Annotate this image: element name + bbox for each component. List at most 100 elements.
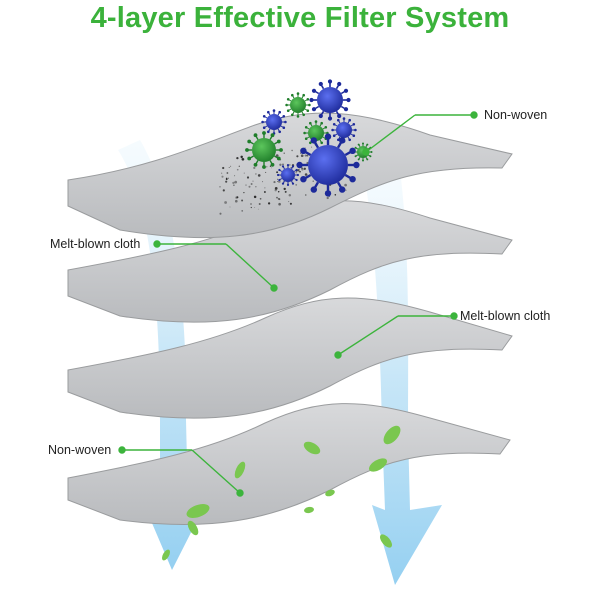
dust-speck <box>269 165 272 167</box>
virus-icon <box>285 92 311 118</box>
dust-speck <box>291 149 293 152</box>
dust-speck <box>241 199 244 202</box>
virus-icon <box>245 131 283 169</box>
dust-speck <box>303 167 306 170</box>
virus-cluster <box>245 79 373 197</box>
dust-speck <box>236 196 239 199</box>
dust-speck <box>236 156 239 160</box>
dust-speck <box>235 199 238 203</box>
dust-speck <box>241 157 245 161</box>
dust-speck <box>254 206 256 208</box>
dust-speck <box>301 168 304 171</box>
leaf-icon <box>304 506 314 514</box>
dust-speck <box>304 154 307 157</box>
dust-speck <box>304 147 306 149</box>
dust-speck <box>252 180 254 182</box>
dust-speck <box>226 172 229 174</box>
dust-speck <box>282 163 284 166</box>
leaf-icon <box>234 461 246 479</box>
leaf-icon <box>162 549 170 561</box>
dust-speck <box>278 202 281 206</box>
virus-icon <box>331 117 357 143</box>
dust-speck <box>276 196 278 199</box>
dust-speck <box>296 155 299 158</box>
dust-speck <box>275 154 279 157</box>
dust-speck <box>238 165 240 167</box>
dust-speck <box>222 189 225 192</box>
dust-speck <box>241 210 244 212</box>
dust-speck <box>221 172 223 174</box>
dust-speck <box>290 166 292 169</box>
dust-speck <box>283 187 286 191</box>
dust-speck <box>297 169 300 172</box>
dust-speck <box>243 191 245 194</box>
callout-layer-4 <box>118 446 244 497</box>
dust-speck <box>298 168 300 170</box>
leaf-icon <box>187 520 199 536</box>
dust-speck <box>345 189 347 191</box>
leaf-icon <box>368 458 388 472</box>
dust-speck <box>289 202 292 205</box>
dust-speck <box>306 154 309 157</box>
dust-speck <box>234 180 238 184</box>
dust-speck <box>250 206 252 209</box>
dust-speck <box>277 181 279 183</box>
dust-speck <box>300 152 301 154</box>
dust-speck <box>289 164 291 166</box>
dust-speck <box>221 175 224 178</box>
dust-speck <box>236 168 239 171</box>
dust-speck <box>250 203 252 205</box>
dust-speck <box>240 155 243 159</box>
leaf-icon <box>383 425 401 445</box>
dust-speck <box>299 170 301 173</box>
dust-speck <box>271 167 273 169</box>
dust-speck <box>255 186 257 188</box>
dust-speck <box>250 183 253 185</box>
dust-speck <box>344 183 347 187</box>
leaf-icon <box>186 504 210 518</box>
layer-4-label: Non-woven <box>48 443 112 457</box>
dust-speck <box>276 171 279 174</box>
dust-speck <box>295 184 298 186</box>
dust-speck <box>278 198 281 201</box>
dust-speck <box>253 166 256 170</box>
layer-3-label: Melt-blown cloth <box>460 309 551 323</box>
dust-speck <box>311 146 313 148</box>
dust-speck <box>258 203 261 205</box>
dust-speck <box>228 167 230 168</box>
dust-speck <box>245 184 247 186</box>
dust-speck <box>255 173 257 175</box>
dust-speck <box>229 206 231 208</box>
dust-speck <box>266 166 268 168</box>
dust-speck <box>253 195 257 199</box>
leaf-icon <box>380 534 392 548</box>
leaves <box>162 425 401 561</box>
dust-speck <box>288 201 290 203</box>
dust-speck <box>274 189 277 192</box>
callout-layer-3 <box>334 312 458 359</box>
dust-speck <box>232 181 235 185</box>
dust-speck <box>257 174 261 177</box>
leaf-icon <box>325 489 335 497</box>
dust-speck <box>241 158 243 160</box>
dust-speck <box>277 197 280 200</box>
layer-1-label: Non-woven <box>484 108 548 122</box>
dust-speck <box>279 163 282 166</box>
dust-speck <box>295 172 297 174</box>
virus-icon <box>309 79 351 121</box>
dust-speck <box>283 152 285 154</box>
dust-speck <box>305 194 307 196</box>
dust-speck <box>248 185 251 188</box>
page-title: 4-layer Effective Filter System <box>90 2 510 34</box>
dust-speck <box>263 191 266 193</box>
dust-speck <box>277 191 280 193</box>
dust-speck <box>304 173 308 176</box>
callout-layer-1 <box>362 111 478 156</box>
dust-speck <box>243 172 245 174</box>
dust-speck <box>277 178 279 180</box>
dust-speck <box>334 194 337 196</box>
callouts <box>118 111 478 497</box>
dust-speck <box>233 184 235 187</box>
dust-speck <box>246 176 250 179</box>
